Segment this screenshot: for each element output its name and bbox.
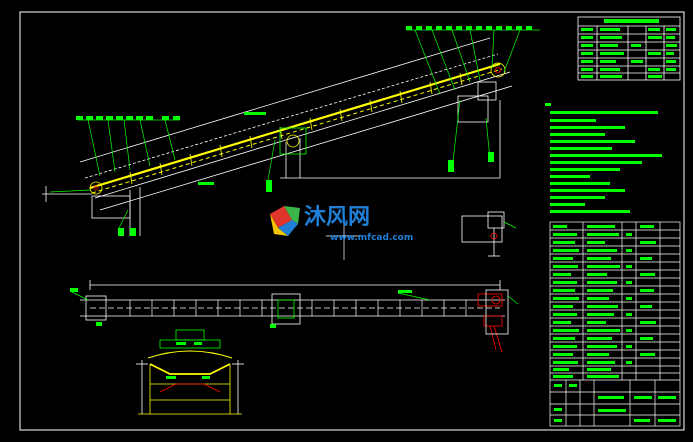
detail-section (461, 211, 517, 257)
plan-view-marks (70, 288, 412, 328)
technical-notes (545, 103, 662, 213)
elevation-callout-marks (76, 26, 532, 236)
section-mark (326, 222, 362, 260)
parts-list-table (549, 221, 681, 427)
watermark: 沐风网 www.mfcad.com (270, 205, 413, 243)
watermark-url: www.mfcad.com (330, 233, 413, 243)
plan-view (80, 280, 509, 353)
tech-spec-table-marks (581, 19, 677, 78)
elevation-callouts (49, 29, 540, 231)
inclined-conveyor-elevation (42, 37, 513, 236)
idler-cross-section (136, 329, 244, 415)
tech-spec-table (577, 16, 681, 81)
plan-view-callouts (71, 291, 519, 305)
cross-section-marks (166, 342, 210, 379)
watermark-brand: 沐风网 (304, 205, 370, 230)
drawing-border (19, 11, 685, 431)
watermark-logo-icon (270, 206, 300, 236)
parts-list-marks (553, 225, 676, 422)
